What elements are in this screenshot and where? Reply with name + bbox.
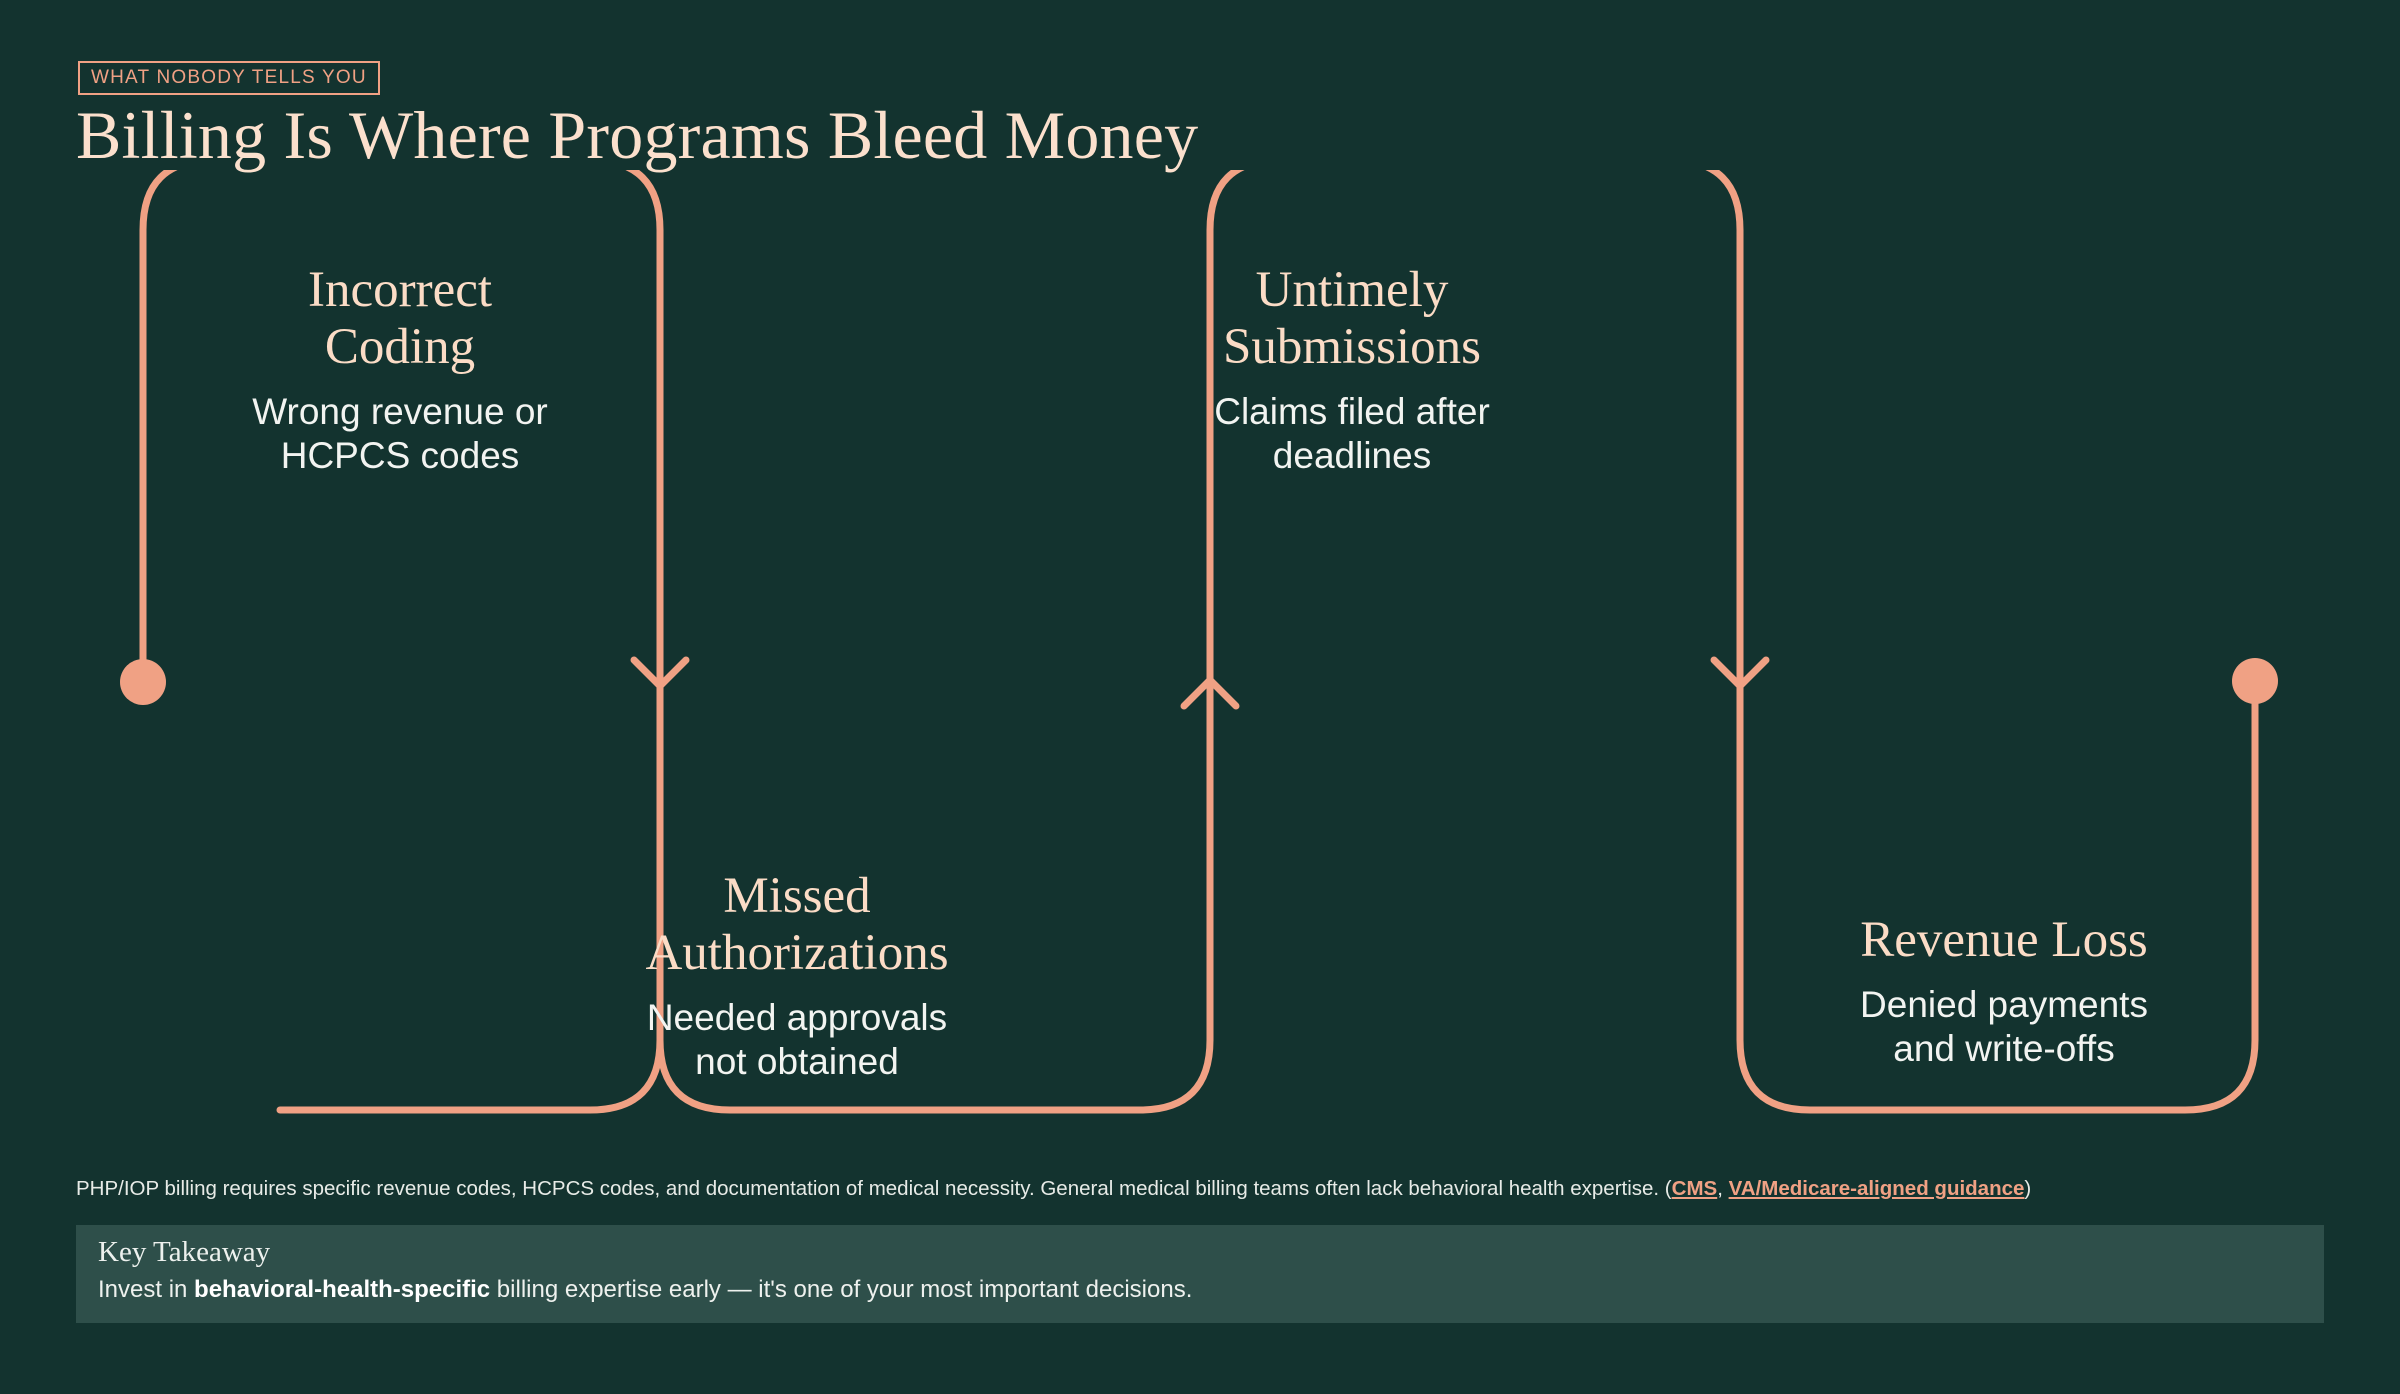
footnote: PHP/IOP billing requires specific revenu… (76, 1175, 2326, 1203)
chevron-down-icon-1 (630, 656, 690, 690)
flow-node-title: Missed Authorizations (645, 868, 949, 982)
footnote-text-after: ) (2024, 1177, 2032, 1200)
footnote-separator: , (1717, 1177, 1729, 1200)
flow-node-title: Revenue Loss (1860, 912, 2148, 968)
flow-node-description: Needed approvals not obtained (646, 997, 948, 1082)
key-takeaway-box: Key Takeaway Invest in behavioral-health… (76, 1225, 2324, 1323)
page-title: Billing Is Where Programs Bleed Money (76, 97, 1199, 173)
footnote-link-cms[interactable]: CMS (1671, 1177, 1718, 1200)
start-dot (120, 659, 166, 705)
flow-node-description: Denied payments and write-offs (1860, 984, 2148, 1069)
takeaway-text-before: Invest in (98, 1276, 195, 1303)
takeaway-text-bold: behavioral-health-specific (194, 1276, 491, 1303)
key-takeaway-title: Key Takeaway (98, 1236, 271, 1268)
flow-node-untimely-submissions: Untimely Submissions Claims filed after … (1137, 262, 1567, 478)
connector-path-1 (139, 170, 664, 1114)
chevron-up-icon-1 (1180, 676, 1240, 710)
footnote-text-before: PHP/IOP billing requires specific revenu… (76, 1177, 1672, 1200)
footnote-link-va-medicare[interactable]: VA/Medicare-aligned guidance (1728, 1177, 2025, 1200)
eyebrow-badge: WHAT NOBODY TELLS YOU (78, 61, 380, 95)
flow-node-title: Untimely Submissions (1223, 262, 1481, 376)
chevron-down-icon-2 (1710, 656, 1770, 690)
flow-node-missed-authorizations: Missed Authorizations Needed approvals n… (582, 868, 1012, 1084)
flow-diagram (0, 170, 2400, 1170)
end-dot (2232, 658, 2278, 704)
flow-node-description: Claims filed after deadlines (1214, 391, 1490, 476)
flow-path-svg (120, 170, 2278, 1114)
takeaway-text-after: billing expertise early — it's one of yo… (490, 1276, 1193, 1303)
flow-node-description: Wrong revenue or HCPCS codes (252, 391, 548, 476)
connector-path-2 (656, 170, 2259, 1114)
flow-node-incorrect-coding: Incorrect Coding Wrong revenue or HCPCS … (185, 262, 615, 478)
flow-node-revenue-loss: Revenue Loss Denied payments and write-o… (1789, 912, 2219, 1070)
key-takeaway-body: Invest in behavioral-health-specific bil… (98, 1276, 1192, 1305)
flow-node-title: Incorrect Coding (307, 262, 493, 376)
